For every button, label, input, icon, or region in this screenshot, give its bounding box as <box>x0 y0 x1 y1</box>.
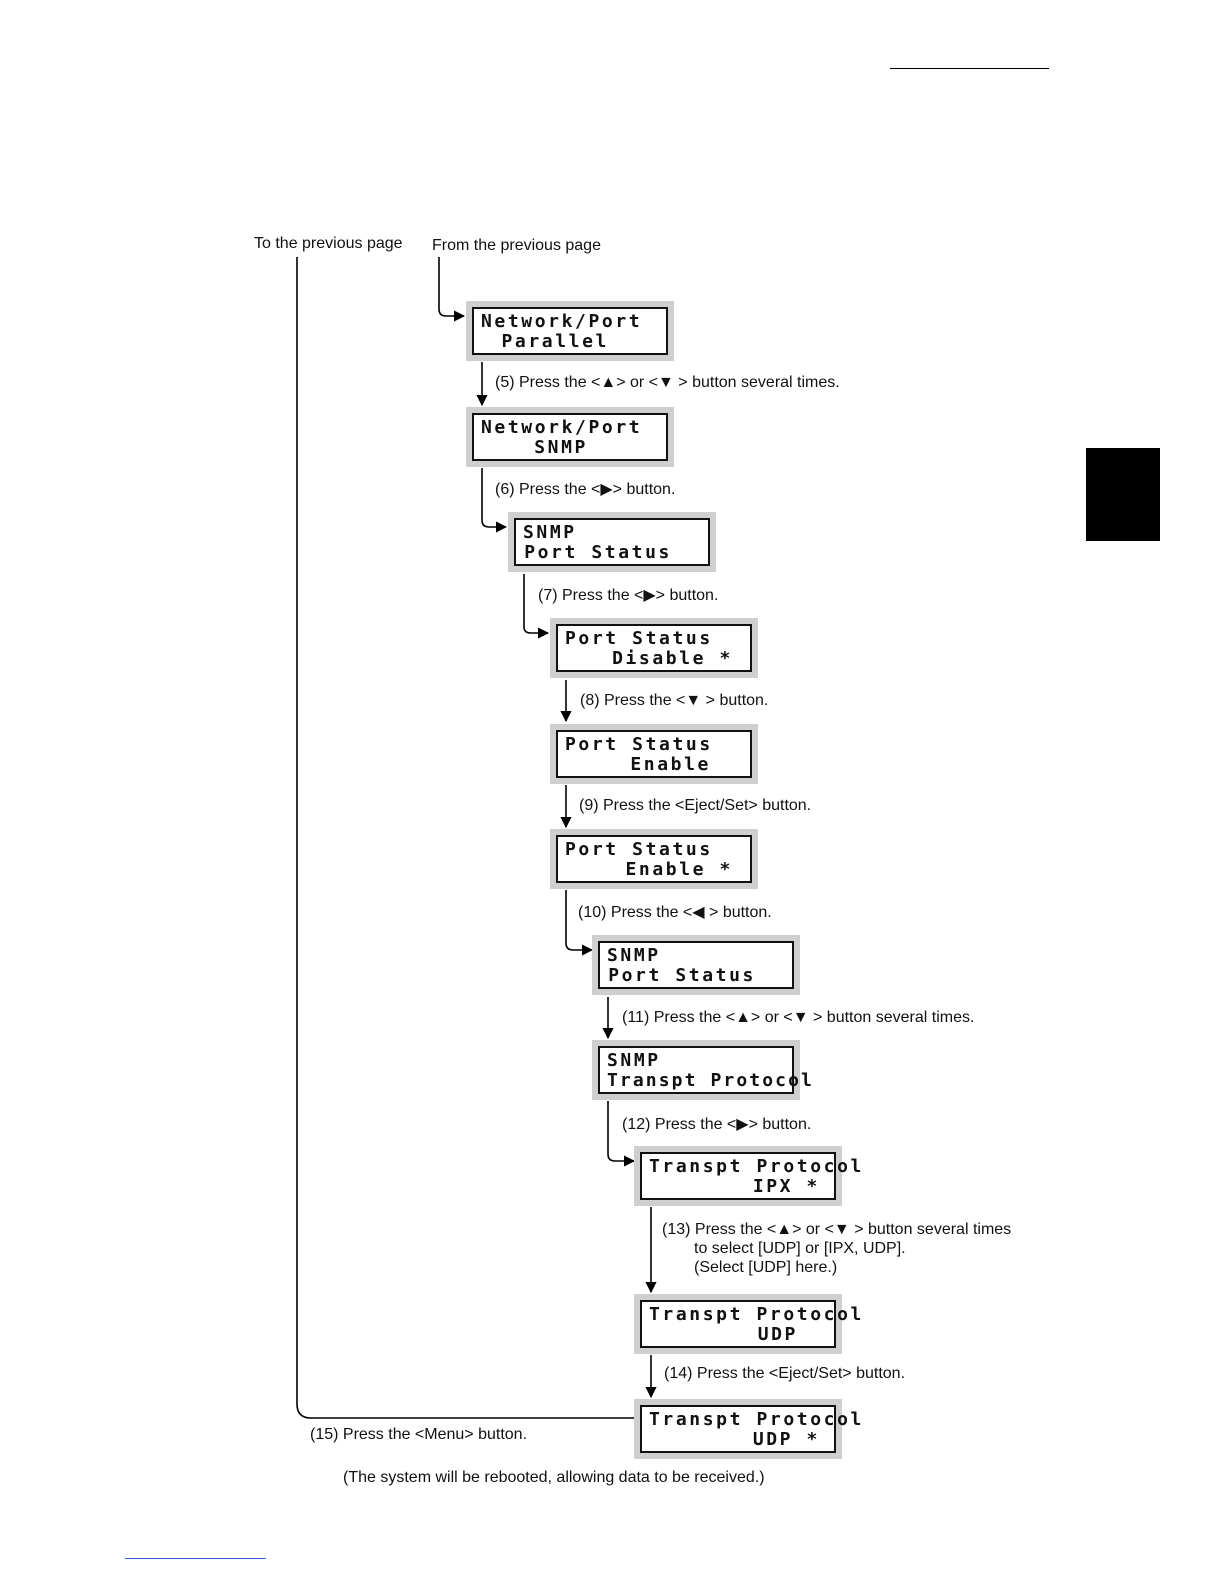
lcd-line-2: UDP * <box>752 1429 820 1450</box>
arrow-from-previous <box>438 257 466 322</box>
lcd-line-1: SNMP <box>607 1050 661 1071</box>
header-rule <box>890 68 1049 69</box>
lcd-line-1: Port Status <box>565 628 713 649</box>
lcd-screen-9: Transpt Protocol IPX * <box>634 1146 861 1206</box>
lcd-screen-1: Network/Port Parallel <box>466 301 674 361</box>
lcd-line-1: Transpt Protocol <box>649 1156 864 1177</box>
lcd-screen-8: SNMP Transpt Protocol <box>592 1040 812 1100</box>
lcd-screen-5: Port Status Enable <box>550 724 758 784</box>
step-15-caption: (15) Press the <Menu> button. <box>310 1426 528 1443</box>
arrow-step-6 <box>481 468 508 533</box>
step-5-caption: (5) Press the <▲> or <▼ > button several… <box>495 374 840 391</box>
lcd-line-2: Disable * <box>612 648 733 669</box>
lcd-line-1: Port Status <box>565 734 713 755</box>
lcd-line-1: SNMP <box>607 945 661 966</box>
step-13-caption-line-3: (Select [UDP] here.) <box>694 1259 838 1276</box>
lcd-screen-4: Port Status Disable * <box>550 618 758 678</box>
lcd-line-1: Port Status <box>565 839 713 860</box>
lcd-line-2: SNMP <box>534 437 588 458</box>
lcd-line-2: Parallel <box>501 331 609 352</box>
step-11-caption: (11) Press the <▲> or <▼ > button severa… <box>622 1009 975 1026</box>
arrow-step-12 <box>607 1101 636 1167</box>
to-previous-page-label: To the previous page <box>254 235 403 252</box>
line-to-previous <box>296 257 634 1419</box>
step-10-caption: (10) Press the <◀ > button. <box>578 904 772 921</box>
footer-rule <box>125 1558 266 1559</box>
from-previous-page-label: From the previous page <box>432 237 601 254</box>
lcd-line-2: Transpt Protocol <box>607 1070 814 1091</box>
arrow-step-7 <box>523 574 550 639</box>
step-8-caption: (8) Press the <▼ > button. <box>580 692 769 709</box>
arrow-step-10 <box>565 890 594 956</box>
lcd-line-2: UDP <box>757 1324 798 1345</box>
lcd-line-2: Port Status <box>524 542 672 563</box>
lcd-screen-10: Transpt Protocol UDP <box>634 1294 861 1354</box>
lcd-line-2: Port Status <box>608 965 756 986</box>
step-9-caption: (9) Press the <Eject/Set> button. <box>579 797 812 814</box>
lcd-screen-3: SNMP Port Status <box>508 512 716 572</box>
lcd-line-1: Transpt Protocol <box>649 1409 864 1430</box>
lcd-line-2: Enable * <box>625 859 733 880</box>
step-14-caption: (14) Press the <Eject/Set> button. <box>664 1365 906 1382</box>
step-12-caption: (12) Press the <▶> button. <box>622 1116 812 1133</box>
lcd-screen-2: Network/Port SNMP <box>466 407 674 467</box>
lcd-line-2: Enable <box>630 754 711 775</box>
lcd-screen-6: Port Status Enable * <box>550 829 758 889</box>
lcd-screen-7: SNMP Port Status <box>592 935 800 995</box>
chapter-tab <box>1086 448 1160 541</box>
lcd-line-1: SNMP <box>523 522 577 543</box>
lcd-screen-11: Transpt Protocol UDP * <box>634 1399 861 1459</box>
step-7-caption: (7) Press the <▶> button. <box>538 587 719 604</box>
step-13-caption-line-2: to select [UDP] or [IPX, UDP]. <box>694 1240 906 1257</box>
step-13-caption: (13) Press the <▲> or <▼ > button severa… <box>662 1221 1012 1238</box>
step-6-caption: (6) Press the <▶> button. <box>495 481 676 498</box>
lcd-line-2: IPX * <box>752 1176 820 1197</box>
reboot-note: (The system will be rebooted, allowing d… <box>343 1469 765 1486</box>
lcd-line-1: Network/Port <box>481 417 643 438</box>
lcd-line-1: Transpt Protocol <box>649 1304 864 1325</box>
lcd-line-1: Network/Port <box>481 311 643 332</box>
